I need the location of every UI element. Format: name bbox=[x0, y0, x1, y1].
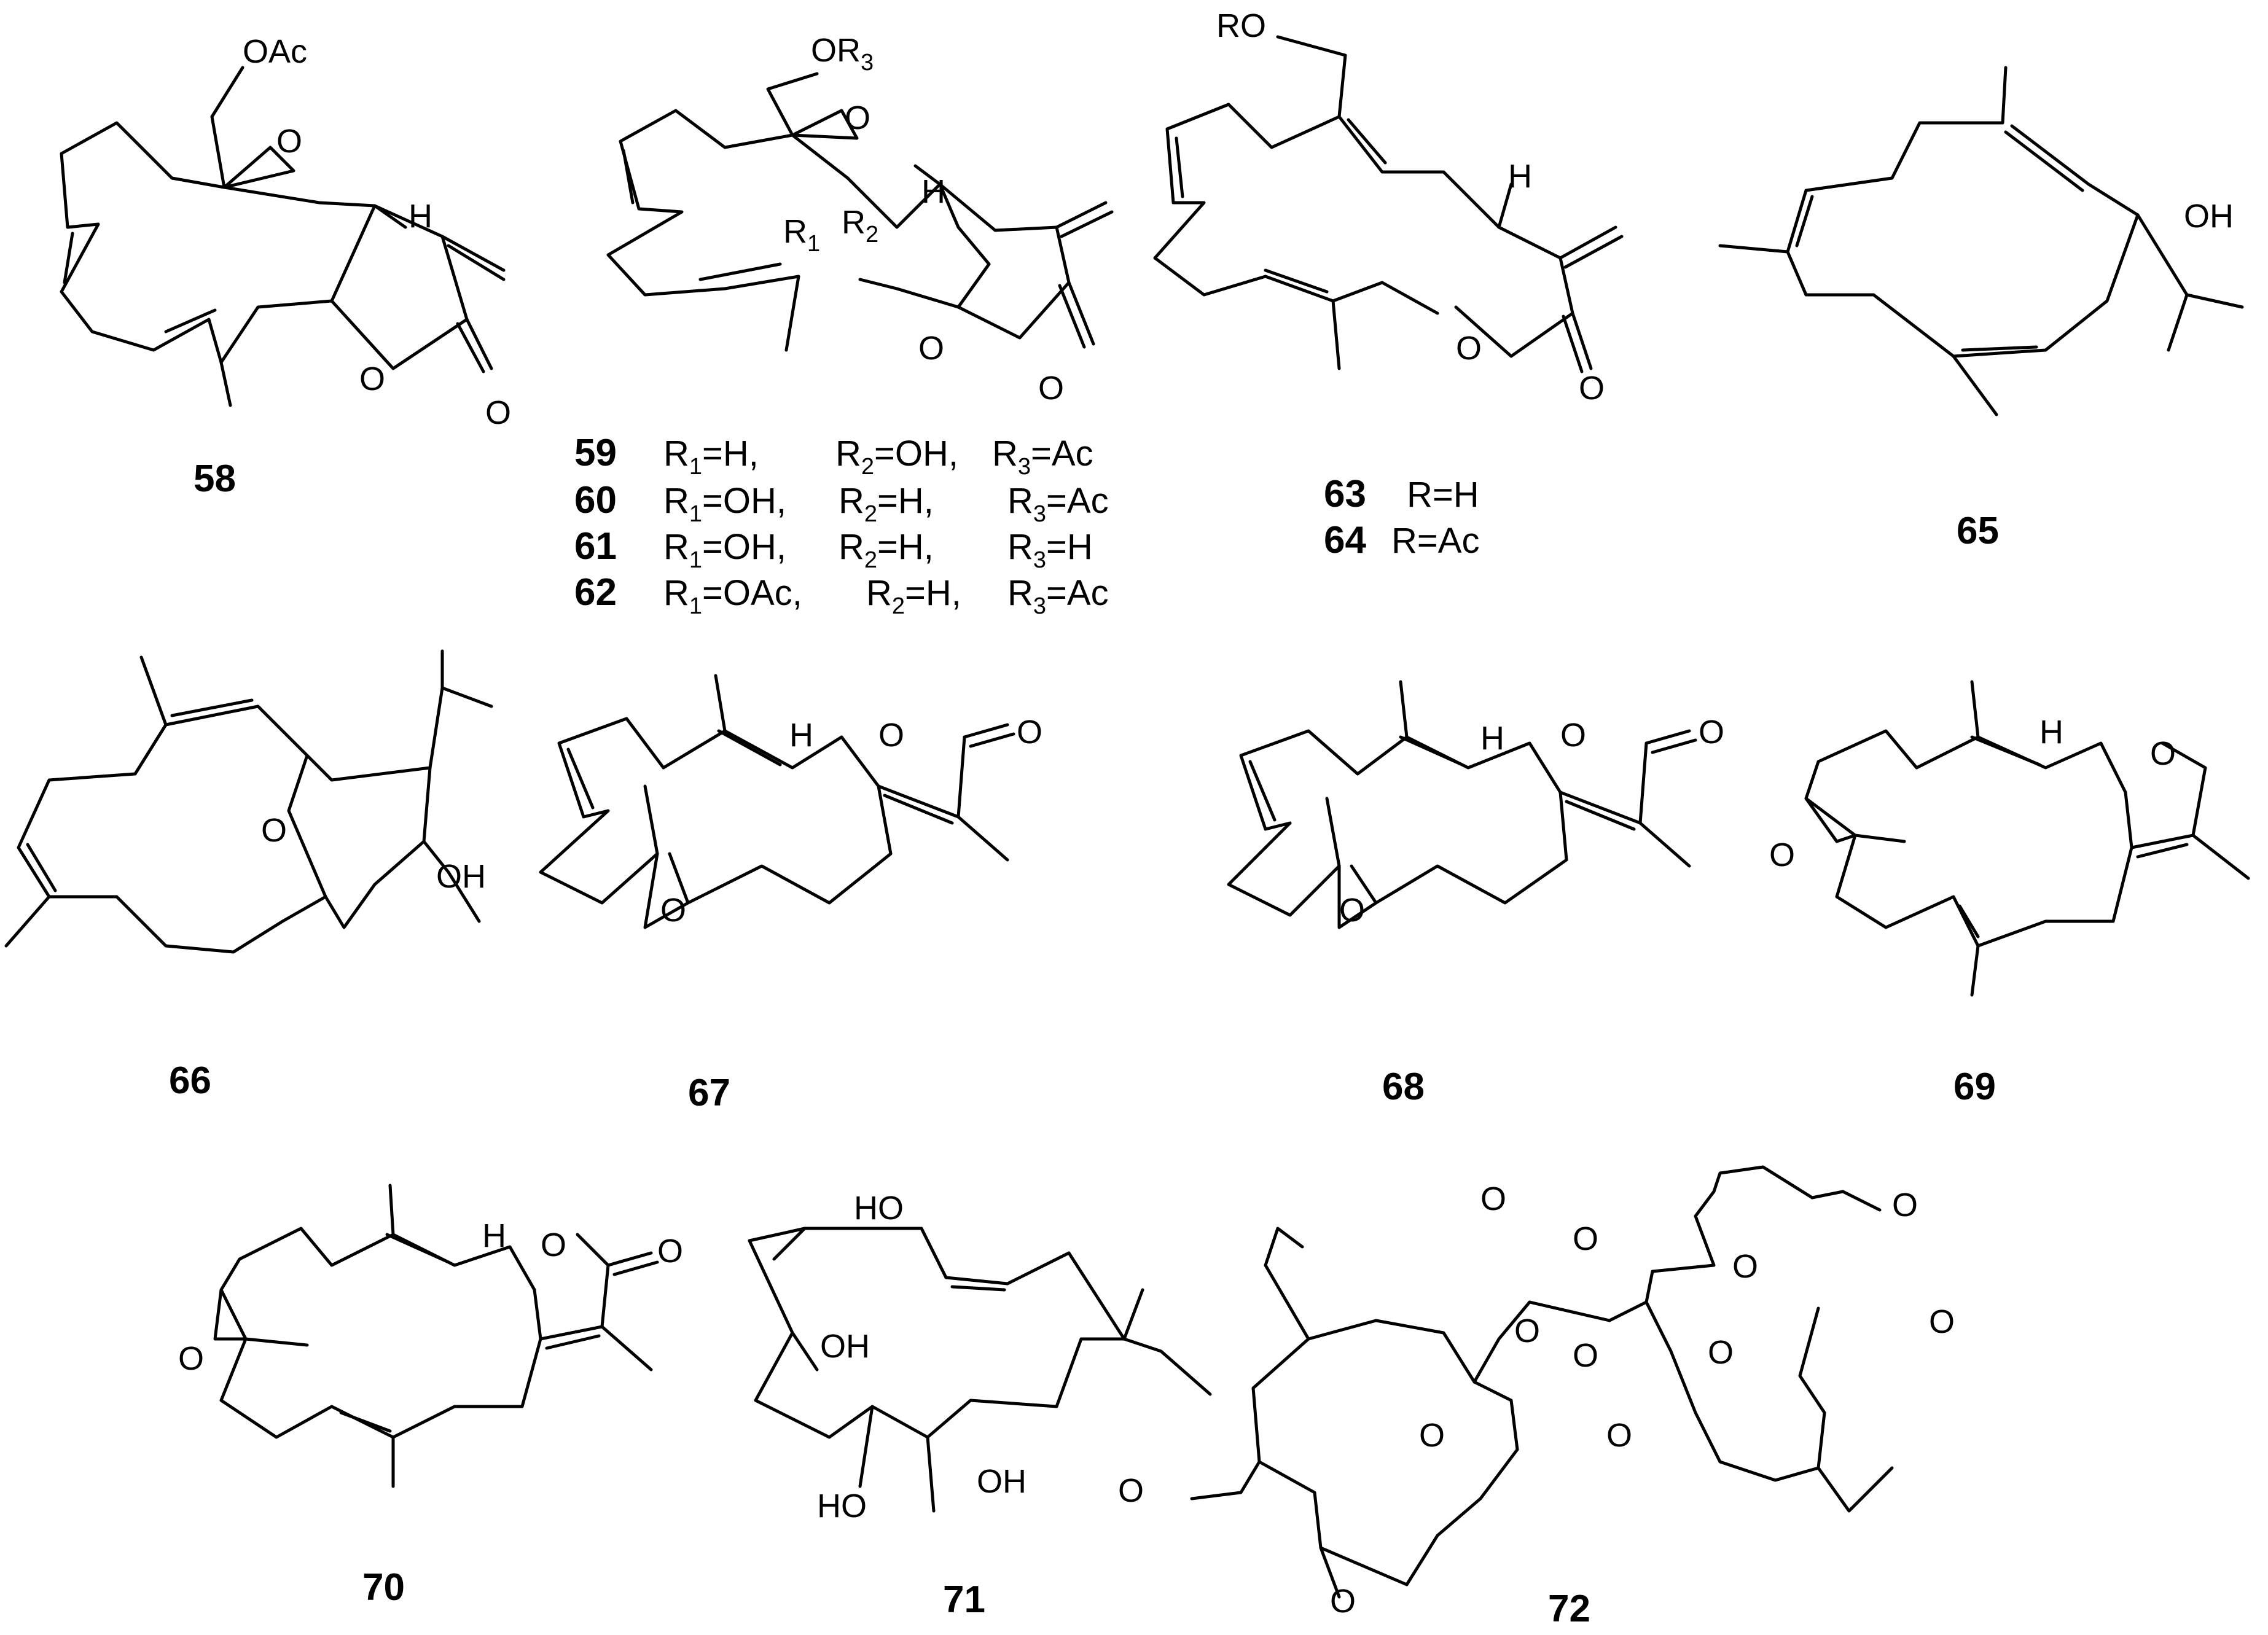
legend-row-63: R=H bbox=[1407, 475, 1479, 515]
atom-h: H bbox=[409, 198, 432, 235]
atom-ring-o: O bbox=[845, 100, 870, 136]
legend-row-64: R=Ac bbox=[1391, 521, 1479, 561]
compound-label-64: 64 bbox=[1324, 519, 1366, 561]
compound-label-63: 63 bbox=[1324, 473, 1366, 515]
compound-71-structure: HO OH HO OH 71 bbox=[748, 1190, 1212, 1621]
atom-epoxide-o: O bbox=[1339, 892, 1365, 929]
compound-65-structure: OH 65 bbox=[1718, 66, 2244, 552]
atom-ro: RO bbox=[1216, 7, 1266, 44]
compound-68-structure: H O O O 68 bbox=[1227, 680, 1724, 1108]
atom-oac: OAc bbox=[243, 33, 307, 70]
legend-row-59: R1=H,R2=OH,R3=Ac bbox=[663, 434, 1093, 480]
compound-label: 68 bbox=[1382, 1066, 1425, 1108]
atom-h: H bbox=[1508, 158, 1532, 195]
atom-oh-mid: OH bbox=[820, 1328, 870, 1365]
atom-o-thf-1: O bbox=[1419, 1417, 1445, 1454]
compound-label-59: 59 bbox=[574, 432, 617, 474]
atom-h: H bbox=[2039, 714, 2063, 751]
atom-o-epoxide-2: O bbox=[1708, 1334, 1734, 1371]
compound-label: 69 bbox=[1953, 1066, 1996, 1108]
atom-ring-o: O bbox=[261, 812, 287, 849]
legend-63-64: 63 R=H 64 R=Ac bbox=[1324, 473, 1479, 561]
compound-58-structure: OAc O H O O 58 bbox=[60, 33, 511, 500]
compound-label: 72 bbox=[1548, 1588, 1590, 1630]
atom-or3: OR3 bbox=[811, 32, 874, 76]
atom-o-ketone-3: O bbox=[1892, 1187, 1918, 1223]
atom-o-ester-2: O bbox=[1573, 1220, 1598, 1257]
atom-oh-bottom: OH bbox=[977, 1463, 1026, 1500]
atom-o-epoxide-1: O bbox=[1514, 1313, 1540, 1349]
compound-69-structure: H O O 69 bbox=[1769, 680, 2250, 1108]
compound-72-structure: O O O O O O O O O O O O 72 bbox=[1118, 1165, 1955, 1630]
atom-carbonyl-o: O bbox=[485, 394, 511, 431]
compound-label: 71 bbox=[943, 1578, 985, 1621]
atom-epoxide-o: O bbox=[178, 1340, 204, 1377]
atom-r1: R1 bbox=[783, 213, 820, 257]
atom-oh: OH bbox=[436, 858, 486, 895]
legend-row-60: R1=OH,R2=H,R3=Ac bbox=[663, 481, 1109, 527]
atom-h: H bbox=[482, 1217, 506, 1254]
atom-lactone-o: O bbox=[1560, 717, 1586, 754]
atom-o-ester-3: O bbox=[1573, 1337, 1598, 1374]
compound-label: 58 bbox=[194, 458, 236, 500]
atom-h: H bbox=[1480, 720, 1504, 757]
atom-o-ester-1: O bbox=[1480, 1180, 1506, 1217]
compound-63-64-structure: RO H O O bbox=[1153, 7, 1624, 407]
atom-ring-o: O bbox=[276, 123, 302, 160]
atom-r2: R2 bbox=[842, 204, 878, 248]
atom-carbonyl-o: O bbox=[1017, 714, 1042, 751]
atom-carbonyl-o: O bbox=[1038, 370, 1064, 407]
atom-o-ester-4: O bbox=[1606, 1417, 1632, 1454]
compound-label: 70 bbox=[362, 1566, 405, 1609]
atom-furan-o: O bbox=[2150, 735, 2176, 772]
compound-label-61: 61 bbox=[574, 525, 617, 568]
atom-h: H bbox=[789, 717, 813, 754]
atom-lactone-o: O bbox=[918, 330, 944, 367]
atom-ho-bottom: HO bbox=[817, 1488, 867, 1524]
atom-o-thf-2: O bbox=[1732, 1248, 1758, 1285]
compound-67-structure: H O O O 67 bbox=[539, 674, 1042, 1114]
atom-oh: OH bbox=[2184, 198, 2234, 235]
atom-epoxide-o: O bbox=[660, 892, 686, 929]
atom-carbonyl-o: O bbox=[657, 1233, 683, 1270]
atom-lactone-o: O bbox=[1456, 330, 1482, 367]
compound-label-60: 60 bbox=[574, 479, 617, 521]
compound-label-62: 62 bbox=[574, 571, 617, 614]
compound-70-structure: H O O O 70 bbox=[178, 1184, 683, 1609]
atom-carbonyl-o: O bbox=[1699, 714, 1724, 751]
compound-label: 66 bbox=[169, 1059, 211, 1102]
legend-row-61: R1=OH,R2=H,R3=H bbox=[663, 527, 1093, 573]
atom-lactone-o: O bbox=[359, 361, 385, 397]
legend-row-62: R1=OAc,R2=H,R3=Ac bbox=[663, 573, 1109, 619]
compound-66-structure: O OH 66 bbox=[4, 649, 493, 1102]
atom-epoxide-o: O bbox=[1769, 837, 1795, 873]
atom-carbonyl-o: O bbox=[1579, 370, 1605, 407]
atom-ho-top: HO bbox=[854, 1190, 904, 1227]
atom-lactone-o: O bbox=[541, 1227, 566, 1263]
legend-59-62: 59 60 61 62 R1=H,R2=OH,R3=Ac R1=OH,R2=H,… bbox=[574, 432, 1109, 619]
compound-label: 65 bbox=[1957, 510, 1999, 552]
atom-o-ketone-2: O bbox=[1330, 1583, 1356, 1620]
compound-label: 67 bbox=[688, 1072, 730, 1114]
atom-lactone-o: O bbox=[878, 717, 904, 754]
atom-h: H bbox=[921, 173, 945, 210]
compound-59-62-structure: OR3 O H R1 R2 O O bbox=[606, 32, 1114, 407]
atom-o-ketone-4: O bbox=[1929, 1303, 1955, 1340]
atom-o-ketone-1: O bbox=[1118, 1472, 1144, 1509]
